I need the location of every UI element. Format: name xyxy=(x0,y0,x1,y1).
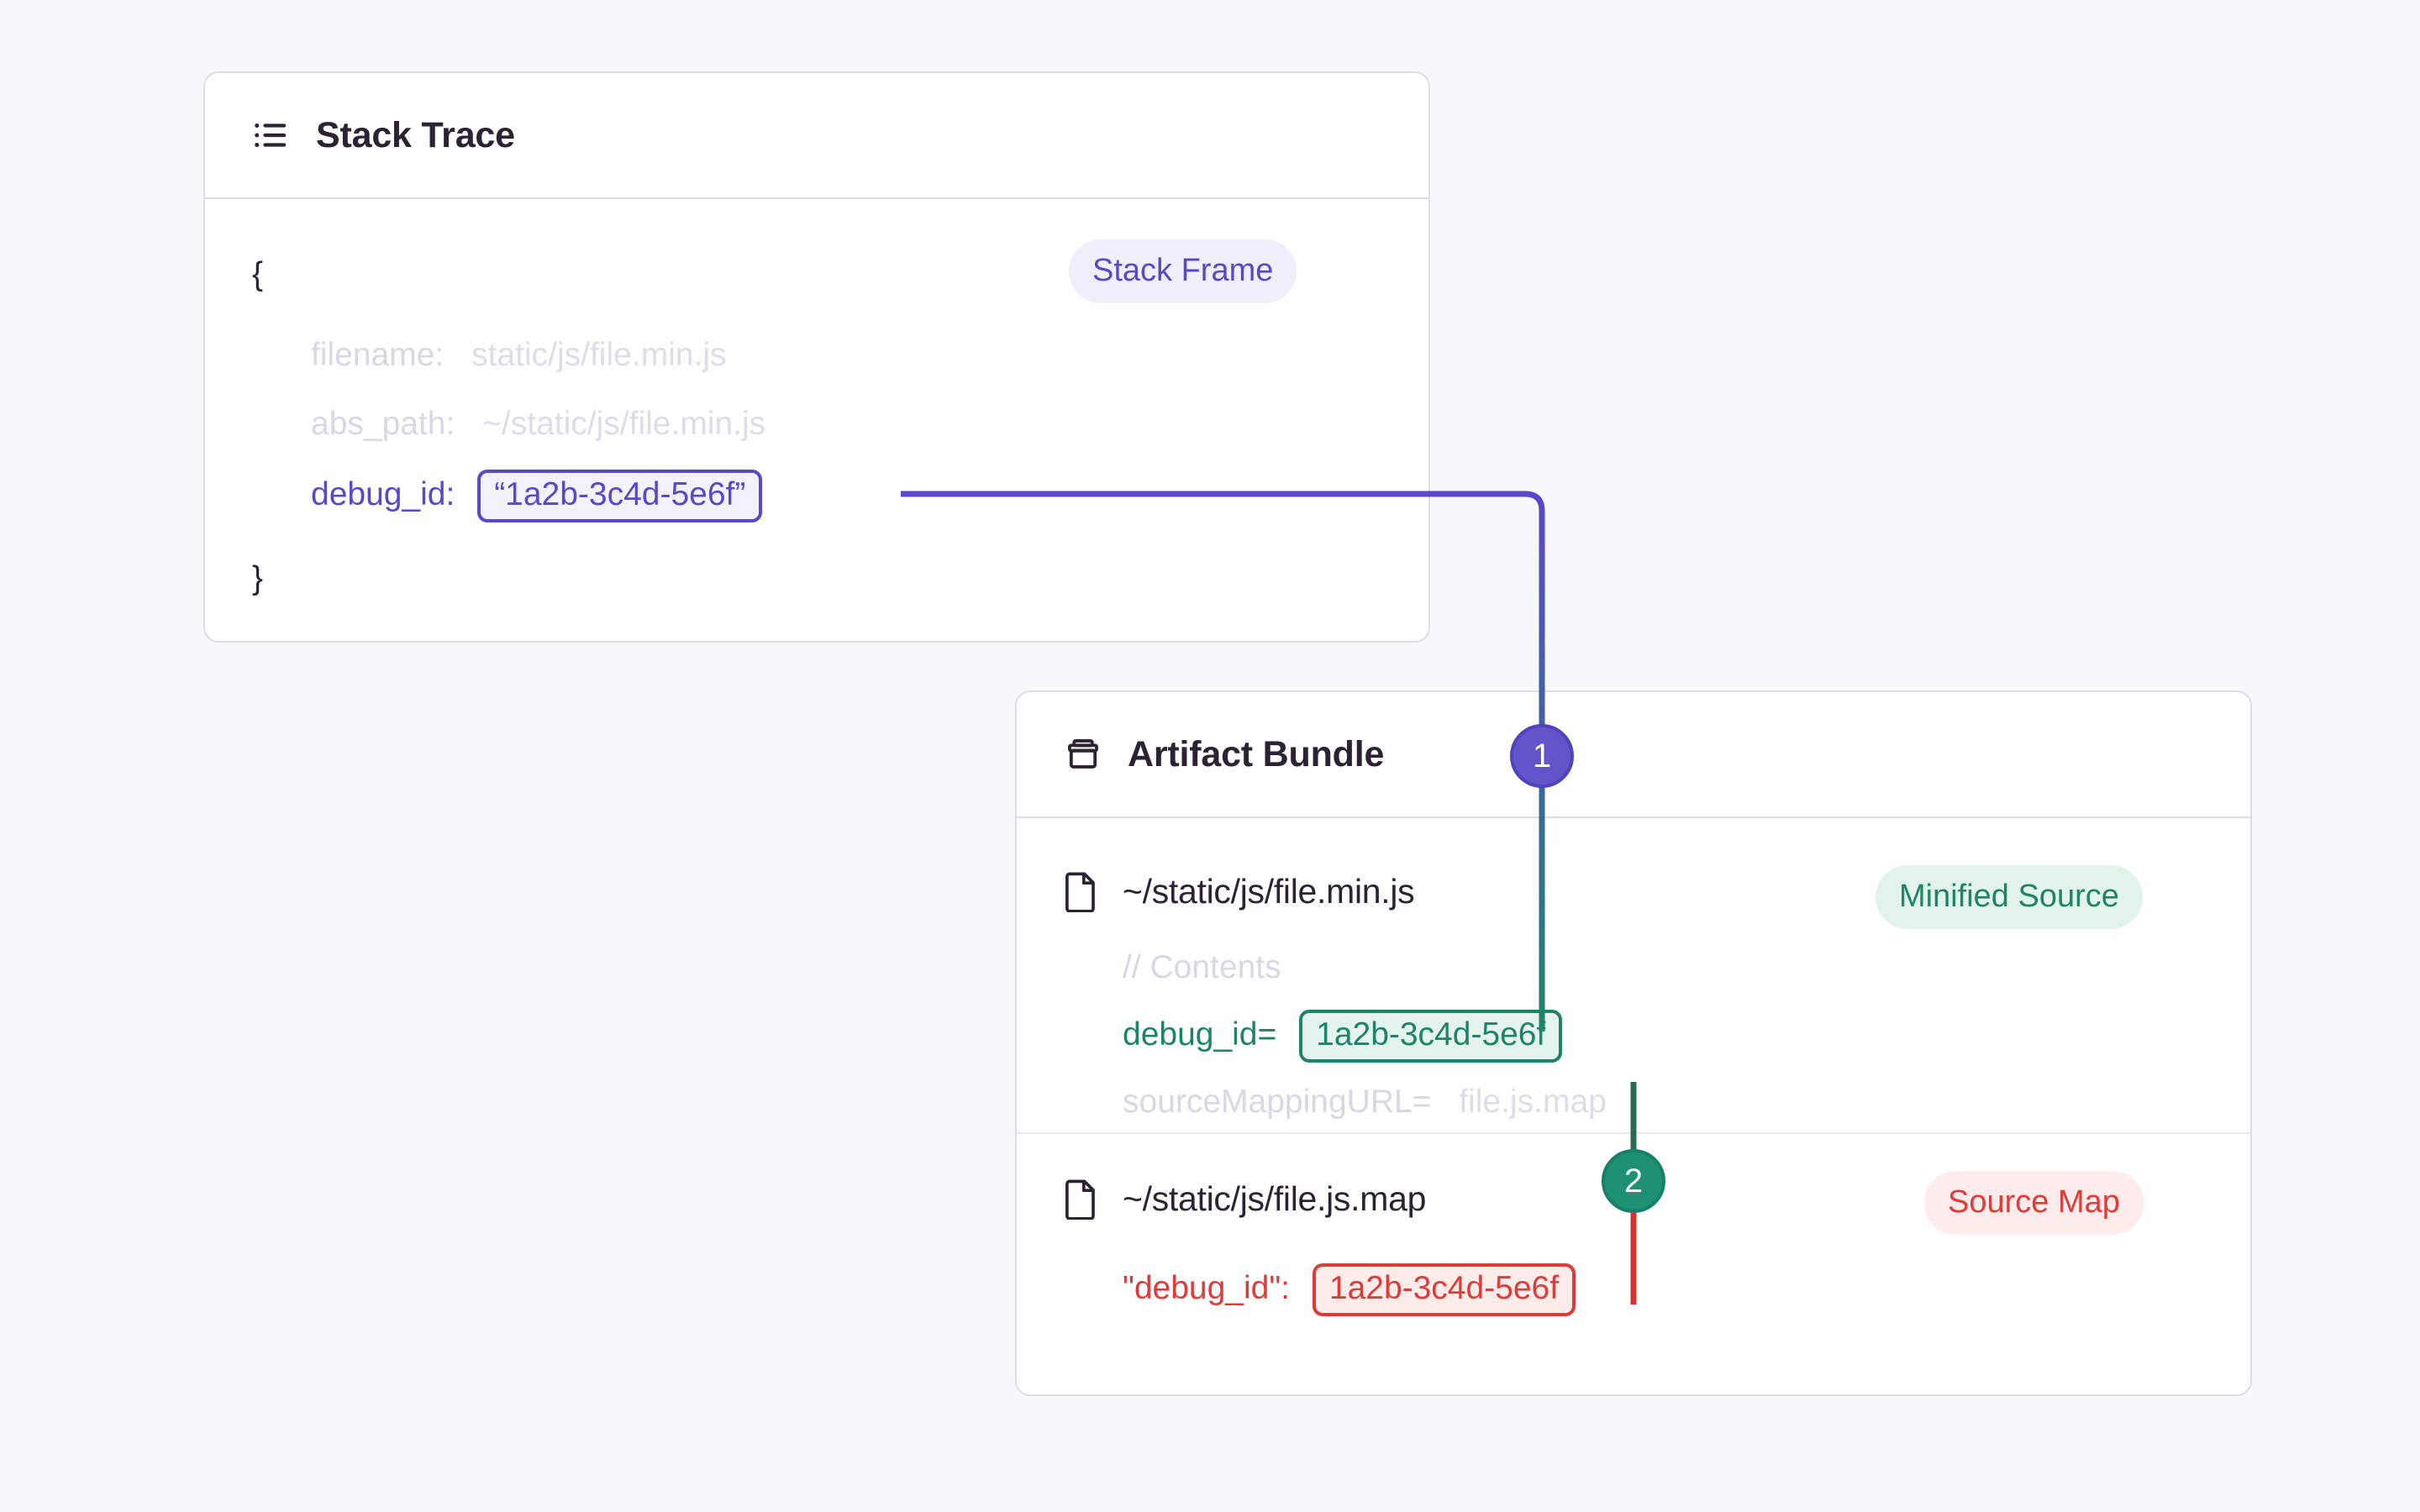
field-filename-key: filename: xyxy=(311,337,445,373)
minified-sourcemappingurl-line: sourceMappingURL= file.js.map xyxy=(1123,1085,1607,1118)
stack-trace-body: Stack Frame { filename: static/js/file.m… xyxy=(205,199,1428,643)
field-debugid-key: debug_id: xyxy=(311,476,455,512)
file-name-minified: ~/static/js/file.min.js xyxy=(1123,871,1415,911)
list-icon xyxy=(255,123,287,147)
file-icon xyxy=(1065,872,1095,912)
minified-debugid-line: debug_id= 1a2b-3c4d-5e6f xyxy=(1123,1010,1563,1063)
open-brace: { xyxy=(252,256,264,292)
file-row-minified[interactable]: ~/static/js/file.min.js xyxy=(1064,870,1415,912)
minified-sourcemappingurl-key: sourceMappingURL= xyxy=(1123,1084,1432,1120)
field-filename-value: static/js/file.min.js xyxy=(471,337,727,373)
minified-contents-comment: // Contents xyxy=(1123,949,1281,985)
stacktrace-debugid-chip[interactable]: “1a2b-3c4d-5e6f” xyxy=(477,470,763,522)
minified-source-badge: Minified Source xyxy=(1876,865,2143,929)
artifact-bundle-title: Artifact Bundle xyxy=(1128,733,1385,774)
field-abspath-key: abs_path: xyxy=(311,406,455,442)
minified-source-section: ~/static/js/file.min.js Minified Source … xyxy=(1017,818,2250,1129)
file-name-sourcemap: ~/static/js/file.js.map xyxy=(1123,1179,1427,1218)
sourcemap-debugid-key: "debug_id": xyxy=(1123,1270,1291,1306)
field-debugid: debug_id: “1a2b-3c4d-5e6f” xyxy=(311,470,763,522)
close-brace: } xyxy=(252,560,264,596)
sourcemap-debugid-line: "debug_id": 1a2b-3c4d-5e6f xyxy=(1123,1263,1576,1316)
sourcemap-debugid-chip[interactable]: 1a2b-3c4d-5e6f xyxy=(1312,1263,1576,1316)
step-badge-2: 2 xyxy=(1602,1149,1665,1213)
field-abspath-value: ~/static/js/file.min.js xyxy=(482,406,766,442)
stack-frame-badge: Stack Frame xyxy=(1069,239,1297,303)
artifact-bundle-header: Artifact Bundle xyxy=(1017,692,2250,818)
file-icon xyxy=(1065,1179,1095,1220)
package-icon xyxy=(1067,738,1099,769)
file-row-sourcemap[interactable]: ~/static/js/file.js.map xyxy=(1064,1178,1426,1220)
source-map-section: ~/static/js/file.js.map Source Map "debu… xyxy=(1017,1129,2250,1381)
source-map-badge: Source Map xyxy=(1924,1171,2144,1235)
minified-sourcemappingurl-value: file.js.map xyxy=(1459,1084,1607,1120)
stack-trace-card: Stack Trace Stack Frame { filename: stat… xyxy=(203,71,1430,643)
minified-debugid-key: debug_id= xyxy=(1123,1016,1277,1053)
minified-debugid-chip[interactable]: 1a2b-3c4d-5e6f xyxy=(1299,1010,1563,1063)
stack-trace-header: Stack Trace xyxy=(205,73,1428,199)
artifact-bundle-card: Artifact Bundle ~/static/js/file.min.js … xyxy=(1015,690,2252,1396)
stack-trace-title: Stack Trace xyxy=(316,114,515,155)
field-filename: filename: static/js/file.min.js xyxy=(311,339,727,371)
field-abspath: abs_path: ~/static/js/file.min.js xyxy=(311,407,765,440)
step-badge-1: 1 xyxy=(1510,724,1574,788)
